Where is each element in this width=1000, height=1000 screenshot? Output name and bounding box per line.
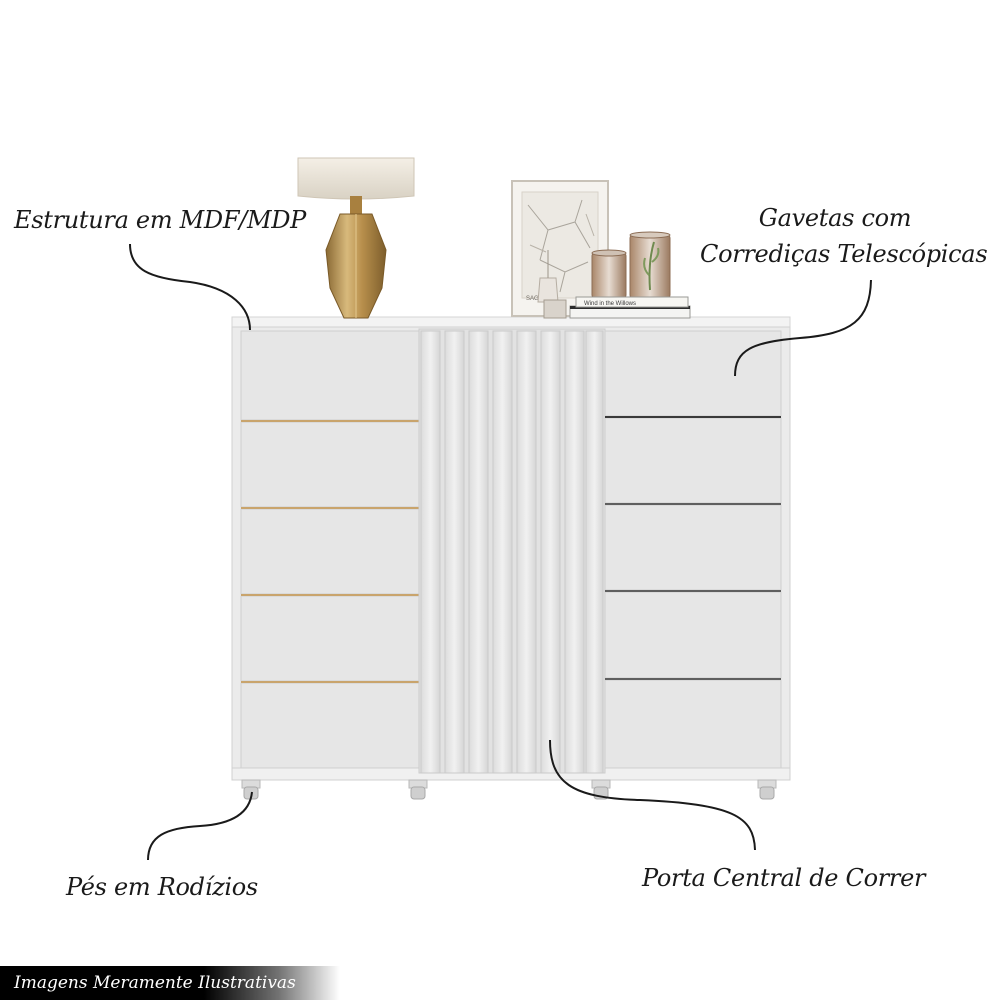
- right-drawer-column: [604, 330, 782, 769]
- disclaimer-text: Imagens Meramente Ilustrativas: [14, 973, 296, 993]
- vase-short: [591, 249, 627, 299]
- door-slat: [468, 330, 489, 774]
- left-drawer[interactable]: [240, 421, 420, 508]
- caster-wheel-icon: [757, 779, 777, 800]
- disclaimer-bar: Imagens Meramente Ilustrativas: [0, 966, 340, 1000]
- door-slat: [540, 330, 561, 774]
- callout-casters: Pés em Rodízios: [66, 873, 258, 901]
- callout-line-structure: [129, 243, 251, 331]
- left-drawer[interactable]: [240, 595, 420, 682]
- callout-drawers-line1: Gavetas com: [758, 204, 912, 232]
- callout-line-drawers: [734, 279, 872, 377]
- picture-tag: SAGE: [526, 296, 543, 302]
- right-drawer[interactable]: [604, 330, 782, 417]
- callout-line-door: [549, 739, 756, 851]
- book: [575, 296, 689, 308]
- left-drawer-column: [240, 330, 420, 769]
- door-slat: [444, 330, 465, 774]
- door-slat: [420, 330, 441, 774]
- table-lamp: [297, 157, 415, 319]
- callout-structure: Estrutura em MDF/MDP: [14, 206, 307, 234]
- door-slat: [564, 330, 585, 774]
- vase-tall: [629, 231, 671, 299]
- door-slat: [516, 330, 537, 774]
- book-stack: Wind in the Willows: [569, 296, 691, 319]
- door-slat: [492, 330, 513, 774]
- lamp-neck: [350, 196, 362, 214]
- right-drawer[interactable]: [604, 417, 782, 504]
- central-sliding-door[interactable]: [418, 328, 606, 774]
- book-spine-title: Wind in the Willows: [584, 301, 636, 307]
- glass-decor: [537, 250, 567, 319]
- right-drawer[interactable]: [604, 679, 782, 769]
- caster-wheel-icon: [408, 779, 428, 800]
- callout-sliding-door: Porta Central de Correr: [642, 864, 926, 892]
- right-drawer[interactable]: [604, 504, 782, 591]
- left-drawer[interactable]: [240, 682, 420, 769]
- right-drawer[interactable]: [604, 591, 782, 679]
- door-slat: [585, 330, 604, 774]
- callout-line-casters: [147, 791, 253, 861]
- cabinet: [231, 316, 791, 800]
- callout-drawers-line2: Corrediças Telescópicas: [700, 240, 988, 268]
